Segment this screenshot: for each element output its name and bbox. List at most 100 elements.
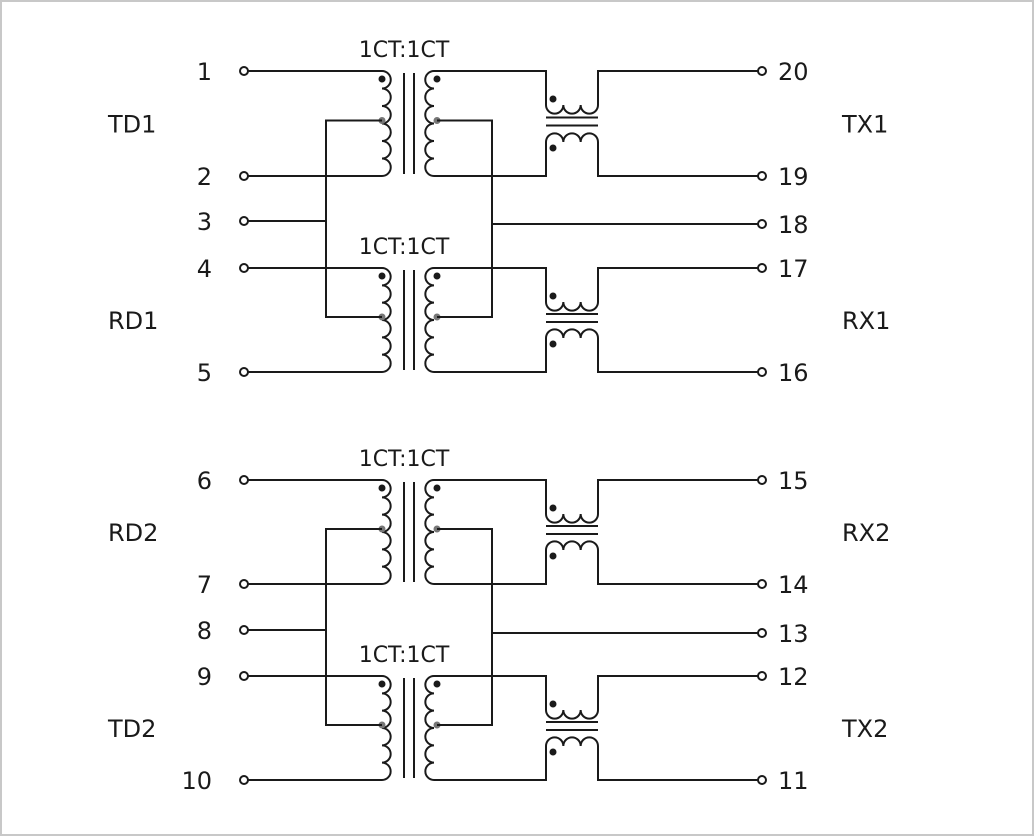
pin-terminal [757,171,767,181]
pin-terminal [757,775,767,785]
wire [434,267,547,302]
pin-number: 2 [197,163,212,191]
center-tap-wire [437,224,493,318]
polarity-dot [378,484,386,492]
pin-number: 4 [197,255,212,283]
choke-winding [545,301,599,312]
center-tap-wire [325,630,382,726]
pin-number: 1 [197,58,212,86]
choke-dot [549,748,557,756]
pin-number: 15 [778,467,809,495]
pin-terminal [757,671,767,681]
wire [597,746,762,781]
pin-terminal [239,775,249,785]
wire [597,550,762,585]
polarity-dot [378,75,386,83]
center-tap-wire [325,528,382,630]
center-tap-wire [437,633,493,726]
pin-number: 16 [778,359,809,387]
choke-winding [545,709,599,720]
pin-terminal [239,171,249,181]
pin-terminal [239,367,249,377]
secondary-winding [424,70,435,177]
labels: 1CT:1CT1CT:1CT123452019181716TD1RD1TX1RX… [107,38,890,795]
pin-terminal [757,579,767,589]
choke-dot [549,700,557,708]
polarity-dot [433,75,441,83]
wire [597,338,762,373]
channel-label: TD2 [107,715,156,743]
pin-terminal [757,219,767,229]
wire [597,479,762,514]
wire [597,675,762,710]
turns-ratio-label: 1CT:1CT [359,447,450,472]
wire [434,675,547,710]
choke-winding [545,132,599,143]
turns-ratio-label: 1CT:1CT [359,38,450,63]
pin-number: 19 [778,163,809,191]
polarity-dot [433,484,441,492]
wire [434,70,547,105]
choke-dot [549,340,557,348]
center-tap-wire [437,528,493,633]
choke-dot [549,504,557,512]
pin-terminal [239,625,249,635]
choke-winding [545,513,599,524]
channel-label: TD1 [107,111,156,139]
wire [434,338,547,373]
pin-terminal [239,671,249,681]
pin-number: 3 [197,208,212,236]
pin-terminal [239,216,249,226]
pin-number: 12 [778,663,809,691]
secondary-winding [424,675,435,781]
pin-terminal [757,367,767,377]
choke-winding [545,104,599,115]
pin-terminal [239,66,249,76]
choke-dot [549,292,557,300]
pin-terminal [757,628,767,638]
pin-terminal [757,475,767,485]
wire [597,70,762,105]
pin-number: 20 [778,58,809,86]
pin-number: 8 [197,617,212,645]
polarity-dot [378,272,386,280]
channel-label: RX2 [842,519,890,547]
choke-winding [545,736,599,747]
pin-number: 17 [778,255,809,283]
pin-number: 6 [197,467,212,495]
pin-number: 18 [778,211,809,239]
polarity-dot [433,272,441,280]
pin-number: 13 [778,620,809,648]
pin-number: 14 [778,571,809,599]
wire [597,142,762,177]
choke-winding [545,540,599,551]
wire [597,267,762,302]
pin-number: 11 [778,767,809,795]
choke-winding [545,328,599,339]
wire [434,142,547,177]
pin-terminal [757,263,767,273]
secondary-winding [424,479,435,585]
center-tap-wire [437,119,493,224]
polarity-dot [378,680,386,688]
wires [239,66,767,785]
wire [434,479,547,514]
pin-number: 9 [197,663,212,691]
center-tap-wire [325,221,382,318]
pin-terminal [239,263,249,273]
choke-dot [549,144,557,152]
secondary-winding [424,267,435,373]
choke-dot [549,552,557,560]
channel-label: TX2 [841,715,888,743]
wire [434,550,547,585]
pin-number: 10 [181,767,212,795]
pin-number: 5 [197,359,212,387]
center-tap-wire [325,119,382,221]
pin-terminal [239,579,249,589]
channel-label: RD1 [108,307,158,335]
pin-terminal [239,475,249,485]
pin-terminal [757,66,767,76]
channel-label: RX1 [842,307,890,335]
choke-dot [549,95,557,103]
